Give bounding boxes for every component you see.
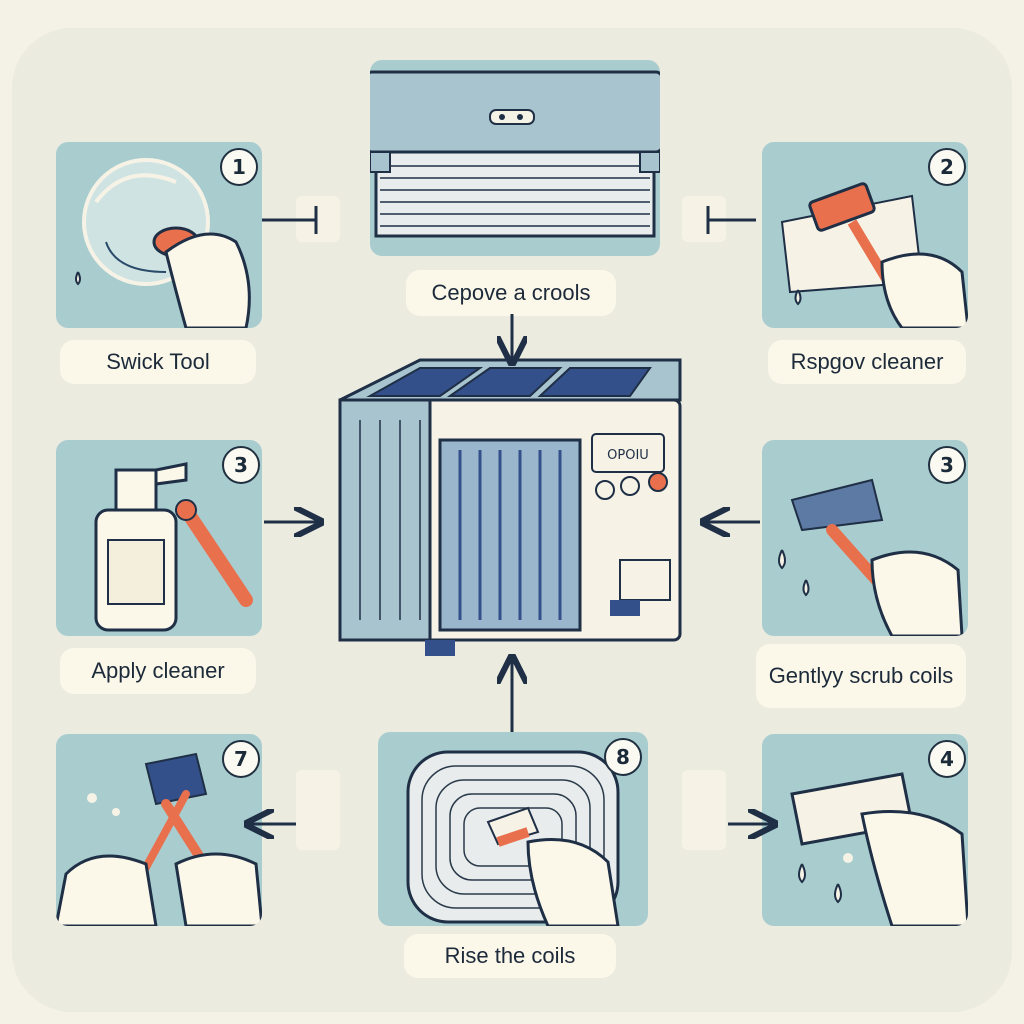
connector-tab-top-left xyxy=(296,196,340,242)
pad-wipe-icon xyxy=(790,772,968,926)
scrub-brush-icon xyxy=(778,478,964,636)
step-3b-badge: 3 xyxy=(928,446,966,484)
step-1-panel: 1 xyxy=(56,142,262,328)
brush-pad-icon xyxy=(780,182,968,328)
scrubbing-hand-icon xyxy=(75,158,251,328)
step-8-label: Rise the coils xyxy=(404,934,616,978)
step-4-badge: 4 xyxy=(928,740,966,778)
step-2-panel: 2 xyxy=(762,142,968,328)
outdoor-ac-unit-icon: OPOIU xyxy=(338,358,682,656)
two-brushes-icon xyxy=(56,752,262,926)
step-3-label: Apply cleaner xyxy=(60,648,256,694)
step-4-panel: 4 xyxy=(762,734,968,926)
spray-bottle-icon xyxy=(94,462,253,632)
step-3-badge: 3 xyxy=(222,446,260,484)
connector-tab-right xyxy=(682,770,726,850)
connector-tab-top-right xyxy=(682,196,726,242)
step-8-panel: 8 xyxy=(378,732,648,926)
top-step-label: Cepove a crools xyxy=(406,270,616,316)
step-1-badge: 1 xyxy=(220,148,258,186)
connector-tab-left xyxy=(296,770,340,850)
indoor-ac-icon xyxy=(370,70,660,238)
step-7-panel: 7 xyxy=(56,734,262,926)
coil-cleaning-icon xyxy=(406,750,620,926)
step-3b-panel: 3 xyxy=(762,440,968,636)
step-1-label: Swick Tool xyxy=(60,340,256,384)
step-3b-label: Gentlyy scrub coils xyxy=(756,644,966,708)
indoor-ac-panel xyxy=(370,60,660,256)
unit-panel-text: OPOIU xyxy=(607,448,649,463)
step-8-badge: 8 xyxy=(604,738,642,776)
step-7-badge: 7 xyxy=(222,740,260,778)
step-3-panel: 3 xyxy=(56,440,262,636)
step-2-label: Rspgov cleaner xyxy=(768,340,966,384)
step-2-badge: 2 xyxy=(928,148,966,186)
